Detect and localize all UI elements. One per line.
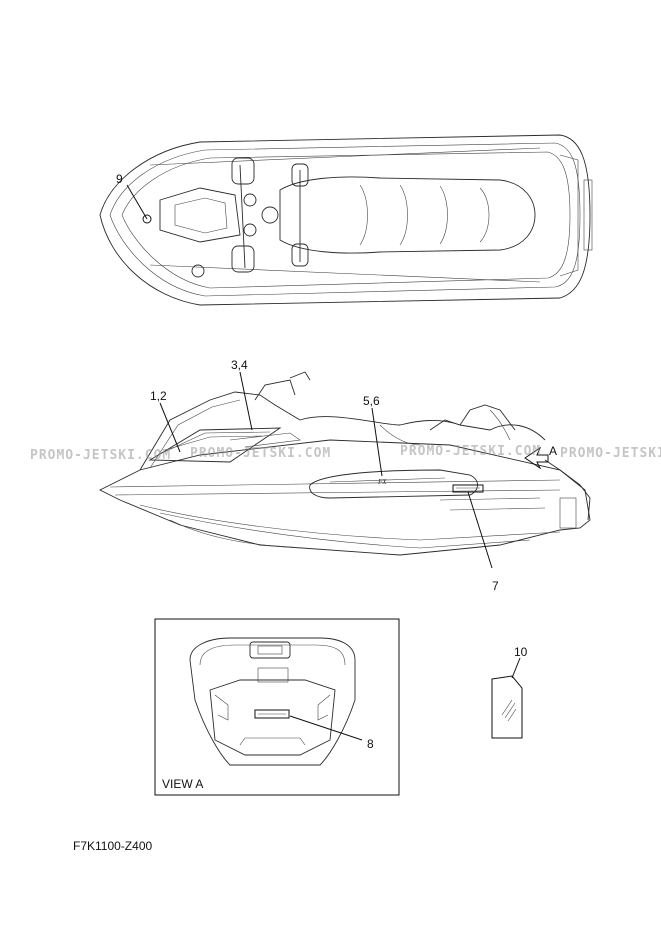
leader-line-1-2 [159, 402, 181, 453]
callout-1-2: 1,2 [150, 389, 167, 403]
view-a-frame [154, 618, 400, 796]
leader-line-9 [126, 184, 148, 220]
watermark-text: PROMO-JETSKI.COM [400, 444, 542, 459]
watermark-text: PROMO-JETSKI.COM [560, 446, 661, 461]
watermark-text: PROMO-JETSKI.COM [30, 448, 172, 463]
svg-text:FX: FX [377, 478, 387, 486]
leader-line-5-6 [371, 407, 383, 477]
callout-7: 7 [492, 579, 499, 593]
leader-line-7 [467, 491, 493, 569]
callout-a: A [549, 444, 558, 458]
view-a-drawing [189, 637, 356, 766]
callout-10: 10 [514, 645, 528, 659]
leader-line-8 [289, 715, 363, 741]
watermark-text: PROMO-JETSKI.COM [190, 446, 332, 461]
side-view-drawing: FX [98, 371, 591, 556]
callout-8: 8 [367, 737, 374, 751]
leader-line-10 [511, 657, 521, 679]
view-a-label: VIEW A [162, 777, 204, 791]
label-sticker-10 [491, 675, 523, 739]
leader-line-3-4 [239, 371, 253, 431]
callout-5-6: 5,6 [363, 394, 380, 408]
callout-9: 9 [116, 172, 123, 186]
callout-3-4: 3,4 [231, 358, 248, 372]
top-view-drawing [99, 134, 593, 306]
part-code: F7K1100-Z400 [73, 839, 153, 853]
